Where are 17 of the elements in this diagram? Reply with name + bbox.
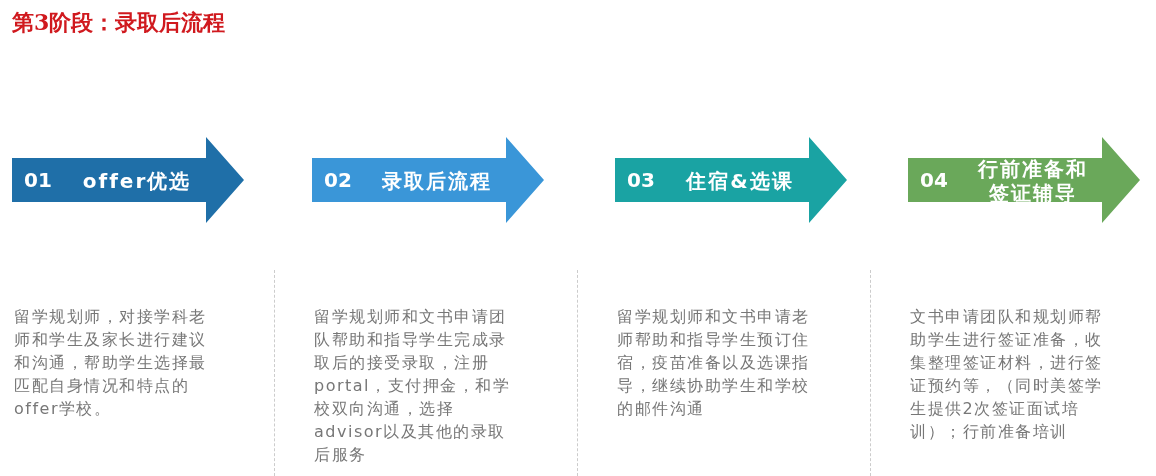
step-arrow bbox=[12, 137, 244, 223]
step-number: 03 bbox=[627, 167, 655, 193]
step-number: 01 bbox=[24, 167, 52, 193]
step-title: offer优选 bbox=[81, 168, 193, 195]
step-title: 住宿&选课 bbox=[684, 168, 795, 195]
step-title: 录取后流程 bbox=[381, 168, 493, 195]
step-description: 留学规划师和文书申请团队帮助和指导学生完成录取后的接受录取，注册portal，支付押金，和学校双向沟通，选择advisor以及其他的录取后服务 bbox=[314, 306, 512, 466]
step-arrow bbox=[615, 137, 847, 223]
step-description: 留学规划师，对接学科老师和学生及家长进行建议和沟通，帮助学生选择最匹配自身情况和特点的offer学校。 bbox=[14, 306, 208, 420]
step-description: 留学规划师和文书申请老师帮助和指导学生预订住宿，疫苗准备以及选课指导，继续协助学生和学校的邮件沟通 bbox=[617, 306, 811, 420]
step-arrow bbox=[908, 137, 1140, 223]
step-title: 行前准备和签证辅导 bbox=[976, 158, 1089, 204]
step-number: 04 bbox=[920, 167, 948, 193]
step-description: 文书申请团队和规划师帮助学生进行签证准备，收集整理签证材料，进行签证预约等，（同时美签学生提供2次签证面试培训）；行前准备培训 bbox=[910, 306, 1104, 443]
page-title: 第3阶段：录取后流程 bbox=[12, 8, 226, 37]
step-arrow bbox=[312, 137, 544, 223]
step-number: 02 bbox=[324, 167, 352, 193]
